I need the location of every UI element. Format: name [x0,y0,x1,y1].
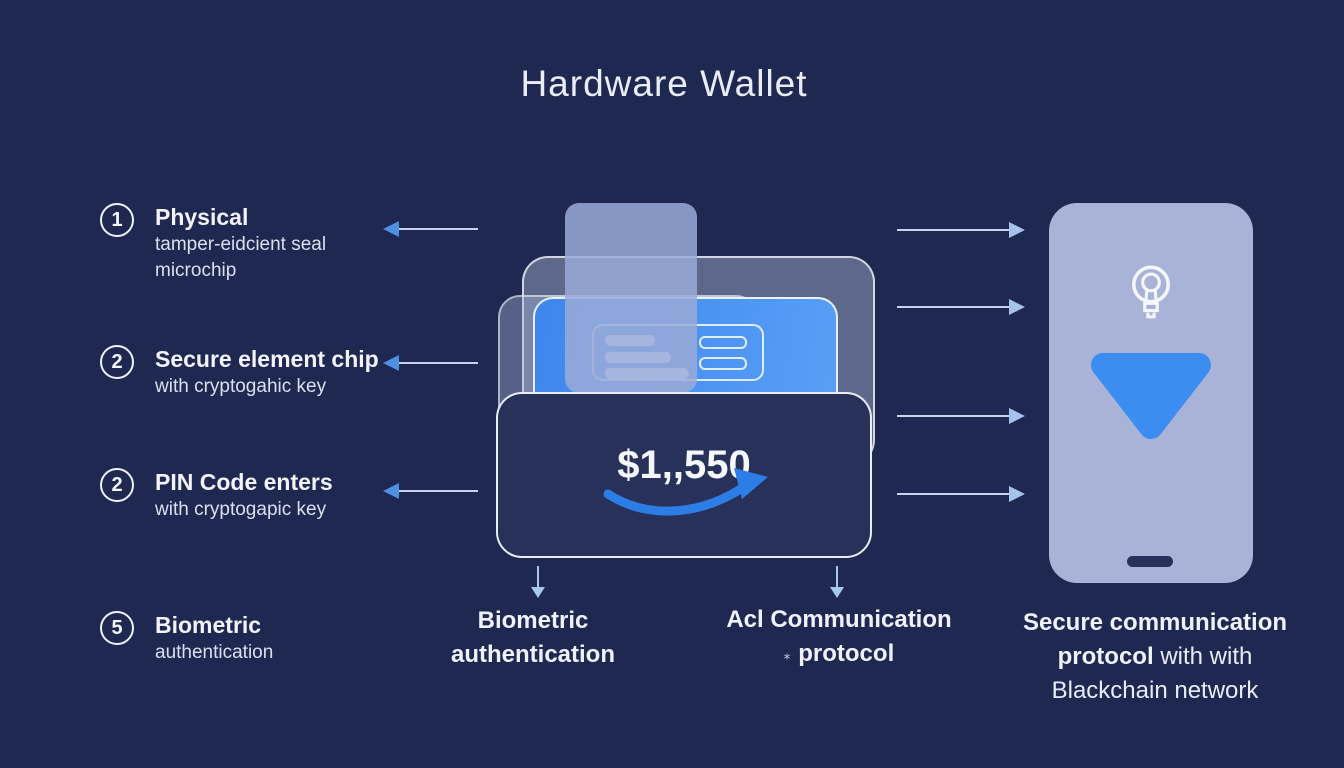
feature-title: Physical [155,204,249,230]
step-number: 1 [111,208,123,231]
label-biometric-authentication: Biometric authentication [451,604,615,672]
step-number-badge: 1 [100,203,134,237]
label-line: protocol with with [1023,640,1287,674]
arrow-left-icon [383,221,478,237]
feature-subtitle: tamper-eidcient seal [155,234,327,255]
arrow-right-icon [897,222,1025,238]
arrowhead-icon [383,221,399,237]
card-chip-outline [699,357,747,370]
label-secure-communication: Secure communication protocol with with … [1023,606,1287,708]
arrow-down-icon [531,566,545,598]
label-line: Blackchain network [1051,677,1259,704]
arrow-right-icon [897,486,1025,502]
arrow-left-icon [383,483,478,499]
arrow-down-icon [830,566,844,598]
phone-home-indicator [1127,556,1173,567]
arrowhead-icon [1009,408,1025,424]
arrowhead-icon [1009,486,1025,502]
card-chip-outline [699,336,747,349]
arrowhead-icon [383,483,399,499]
label-acl-communication-protocol: Acl Communication ⁎ protocol [726,603,951,672]
feature-item-biometric: 5 Biometric authentication [100,610,273,666]
step-number: 2 [111,350,123,373]
step-number-badge: 2 [100,345,134,379]
arrowhead-icon [830,587,844,598]
step-number-badge: 2 [100,468,134,502]
arrow-left-icon [383,355,478,371]
label-text: protocol [798,640,895,667]
arrowhead-icon [1009,222,1025,238]
feature-title: Secure element chip [155,346,379,372]
feature-subtitle: with cryptogapic key [155,499,327,520]
feature-text: Biometric authentication [155,610,273,666]
arrowhead-icon [383,355,399,371]
feature-title: Biometric [155,612,262,638]
label-line: Secure communication [1022,609,1288,636]
label-line: ⁎ protocol [726,637,951,672]
arrow-right-icon [897,299,1025,315]
label-text: with with [1153,643,1253,670]
feature-text: Secure element chip with cryptogahic key [155,344,379,400]
step-number-badge: 5 [100,611,134,645]
arrowhead-icon [531,587,545,598]
wallet-pocket [496,392,872,558]
feature-subtitle: with cryptogahic key [155,376,327,397]
growth-arrow-icon [603,468,768,516]
label-line: Biometric [477,607,589,634]
feature-item-physical: 1 Physical tamper-eidcient seal microchi… [100,202,326,284]
feature-item-pin-code: 2 PIN Code enters with cryptogapic key [100,467,333,523]
feature-text: PIN Code enters with cryptogapic key [155,467,333,523]
feature-subtitle: authentication [155,642,274,663]
feature-subtitle: microchip [155,260,237,281]
label-line: Acl Communication [726,606,952,633]
down-triangle-icon [1091,353,1211,439]
step-number: 5 [111,616,123,639]
wallet-balance: $1,,550 [617,443,751,487]
feature-text: Physical tamper-eidcient seal microchip [155,202,326,284]
arrow-right-icon [897,408,1025,424]
step-number: 2 [111,473,123,496]
asterisk-mark: ⁎ [783,647,791,662]
page-title: Hardware Wallet [520,63,808,104]
lightbulb-icon [1132,265,1170,319]
wallet-tall-card [565,203,697,393]
arrowhead-icon [1009,299,1025,315]
feature-item-secure-element: 2 Secure element chip with cryptogahic k… [100,344,379,400]
feature-title: PIN Code enters [155,469,333,495]
label-text-bold: protocol [1057,643,1154,670]
label-line: authentication [450,641,616,668]
